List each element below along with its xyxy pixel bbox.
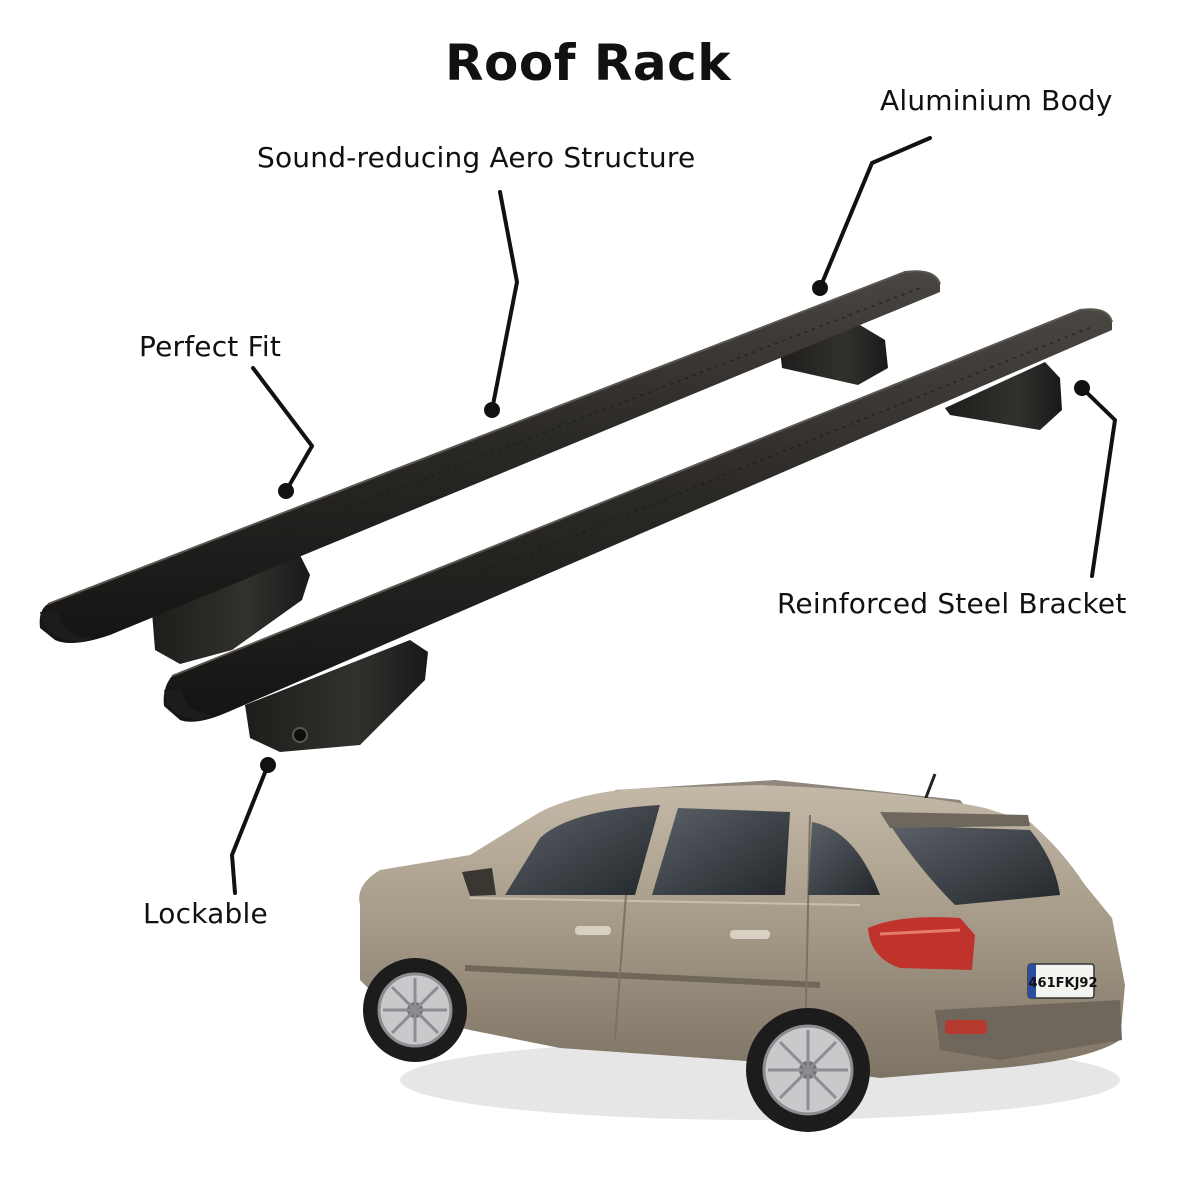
page-title: Roof Rack bbox=[445, 34, 731, 92]
leader-aluminium-body bbox=[818, 136, 932, 290]
rack-foot bbox=[780, 325, 888, 385]
callout-dot bbox=[278, 483, 294, 499]
leader-steel-bracket bbox=[1080, 386, 1117, 578]
car-photo: 461FKJ92 bbox=[359, 773, 1126, 1132]
rack-foot bbox=[245, 640, 428, 752]
leader-perfect-fit bbox=[251, 366, 314, 493]
wheel-front bbox=[363, 958, 467, 1062]
callout-aero-structure: Sound-reducing Aero Structure bbox=[257, 141, 696, 174]
roof-rack-bar-front bbox=[163, 308, 1113, 752]
callout-dot bbox=[260, 757, 276, 773]
license-plate-text: 461FKJ92 bbox=[1028, 976, 1097, 991]
roof-rack-bar-rear bbox=[39, 270, 941, 664]
callout-dot bbox=[812, 280, 828, 296]
lock-cylinder bbox=[292, 727, 308, 743]
callout-dot bbox=[484, 402, 500, 418]
rack-foot bbox=[152, 555, 310, 664]
leader-lockable bbox=[230, 763, 270, 895]
wheel-rear bbox=[746, 1008, 870, 1132]
callout-steel-bracket: Reinforced Steel Bracket bbox=[777, 587, 1127, 620]
callout-perfect-fit: Perfect Fit bbox=[139, 330, 282, 363]
leader-aero-structure bbox=[490, 190, 519, 412]
callout-lockable: Lockable bbox=[143, 897, 268, 930]
callout-dot bbox=[1074, 380, 1090, 396]
callout-aluminium-body: Aluminium Body bbox=[880, 84, 1113, 117]
rack-foot bbox=[945, 362, 1062, 430]
